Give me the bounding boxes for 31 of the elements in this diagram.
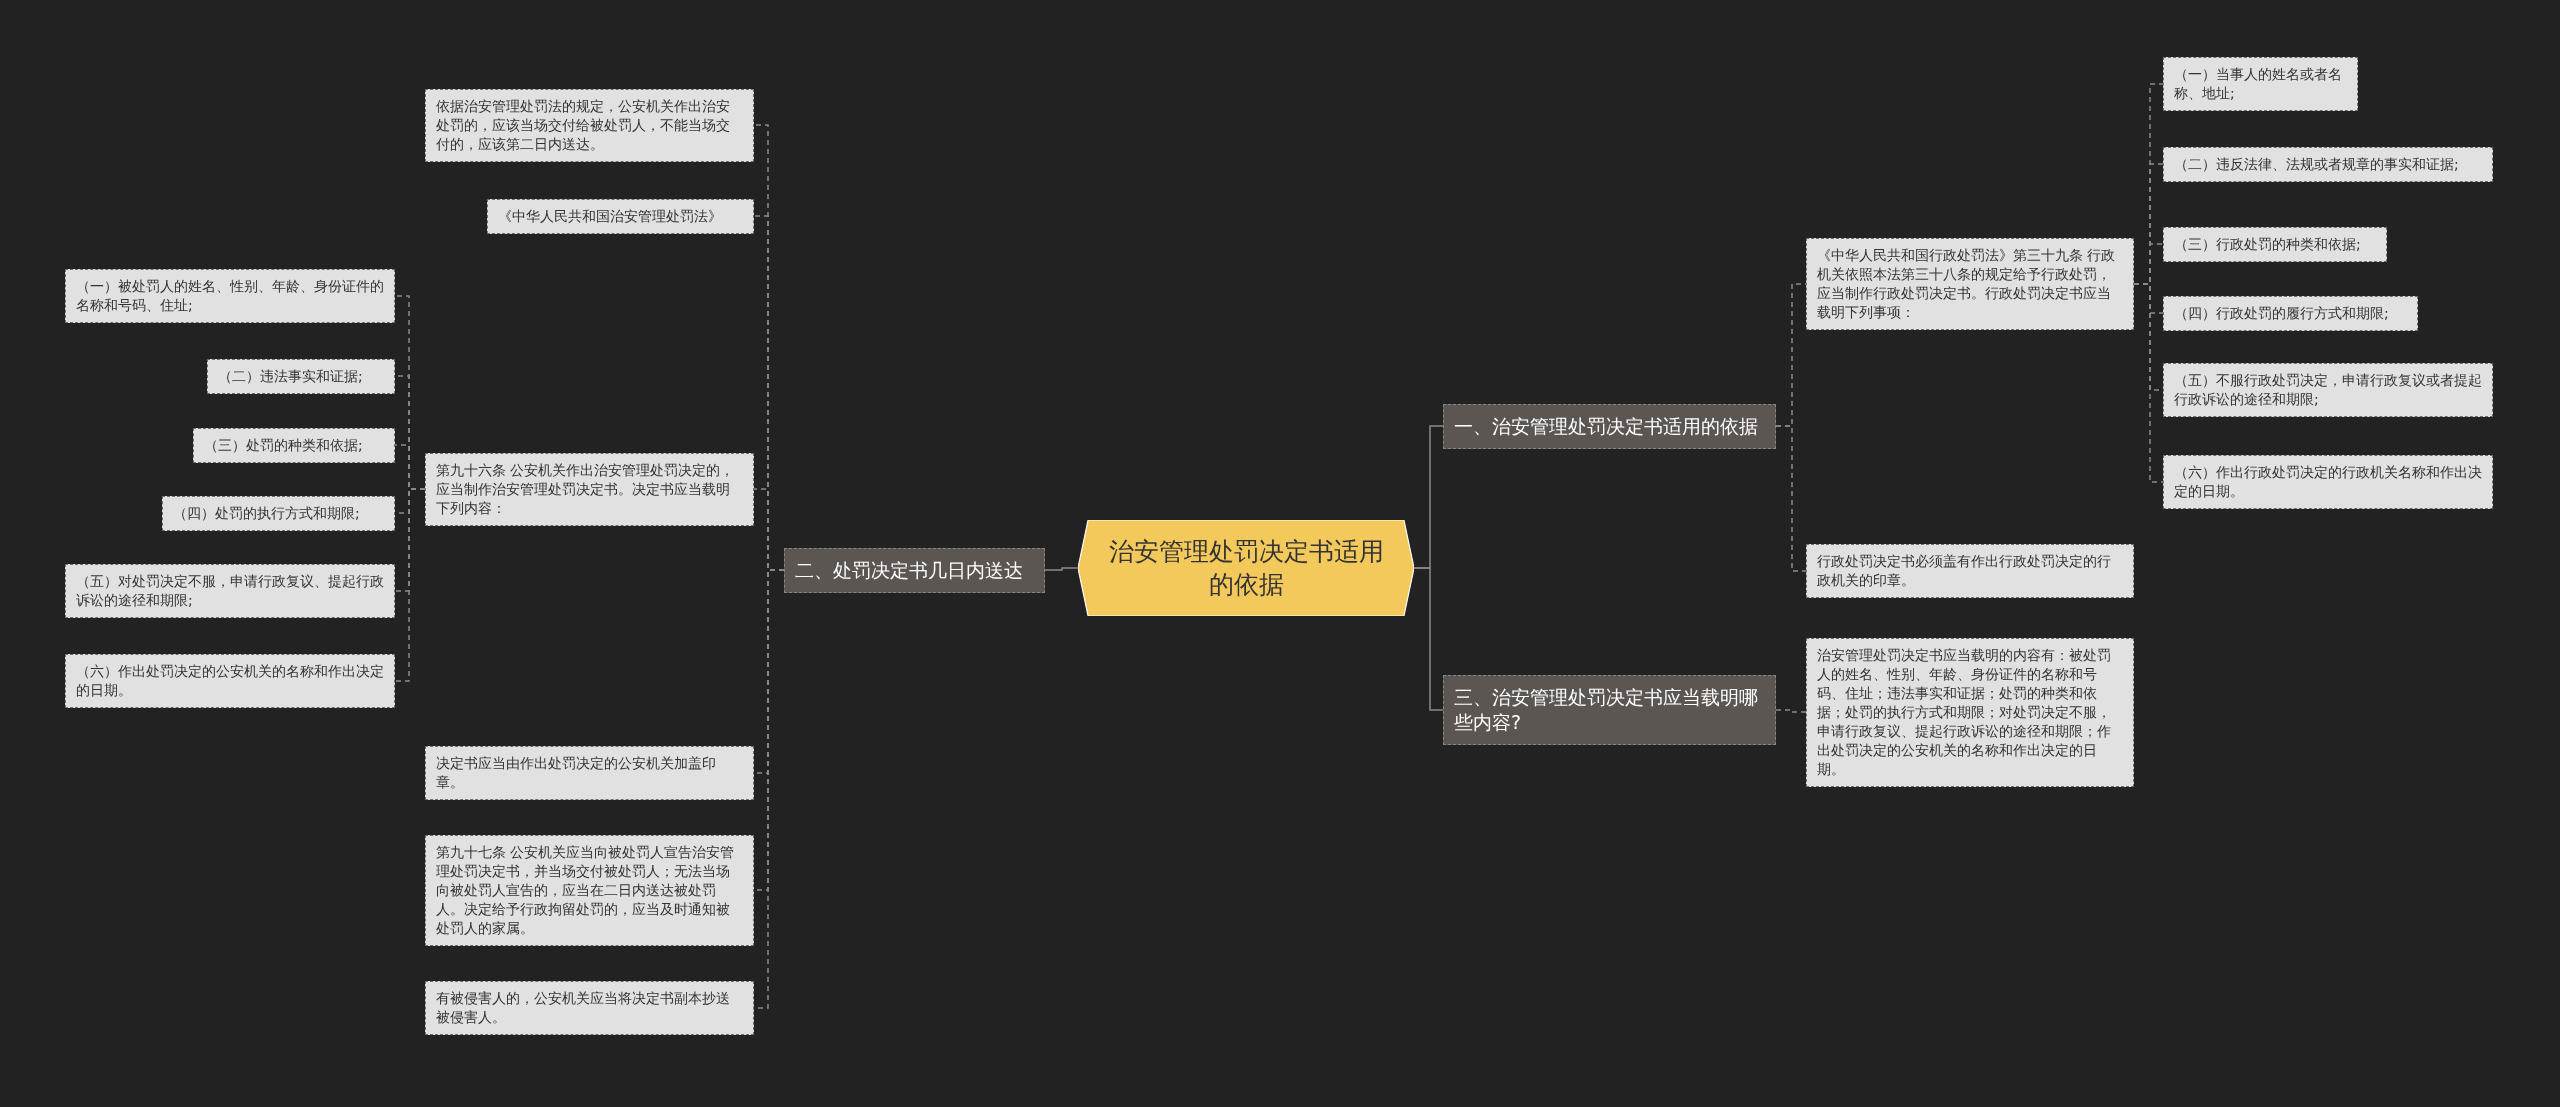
connector-line	[1413, 567, 1444, 711]
connector-line	[394, 488, 426, 682]
branch-topic-box: 二、处罚决定书几日内送达	[784, 547, 1045, 593]
note-box: （六）作出行政处罚决定的行政机关名称和作出决定的日期。	[2163, 455, 2493, 509]
note-box: （四）处罚的执行方式和期限;	[162, 495, 395, 531]
note-box: 行政处罚决定书必须盖有作出行政处罚决定的行政机关的印章。	[1806, 544, 2134, 598]
connector-line	[1775, 709, 1807, 713]
note-box: （二）违反法律、法规或者规章的事实和证据;	[2163, 146, 2493, 182]
note-box: （六）作出处罚决定的公安机关的名称和作出决定的日期。	[65, 654, 395, 708]
note-box: （一）当事人的姓名或者名称、地址;	[2163, 57, 2358, 111]
connector-line	[2133, 283, 2164, 483]
note-box: 治安管理处罚决定书应当载明的内容有：被处罚人的姓名、性别、年龄、身份证件的名称和号码、住址；违法事实和证据；处罚的种类和依据；处罚的执行方式和期限；对处罚决定不服，申请行政复议、提起行政诉讼的途径和期限；作出处罚决定的公安机关的名称和作出决定的日期。	[1806, 637, 2134, 787]
note-box: （二）违法事实和证据;	[207, 358, 395, 394]
branch-topic-box: 三、治安管理处罚决定书应当载明哪些内容?	[1443, 675, 1776, 745]
note-box: （五）对处罚决定不服，申请行政复议、提起行政诉讼的途径和期限;	[65, 564, 395, 618]
note-box: 《中华人民共和国行政处罚法》第三十九条 行政机关依照本法第三十八条的规定给予行政处罚，应当制作行政处罚决定书。行政处罚决定书应当载明下列事项：	[1806, 238, 2134, 330]
note-box: 第九十六条 公安机关作出治安管理处罚决定的，应当制作治安管理处罚决定书。决定书应当载明下列内容：	[425, 452, 754, 526]
note-box: 决定书应当由作出处罚决定的公安机关加盖印章。	[425, 746, 754, 800]
note-box: 依据治安管理处罚法的规定，公安机关作出治安处罚的，应该当场交付给被处罚人，不能当场交付的，应该第二日内送达。	[425, 88, 754, 162]
note-box: （三）处罚的种类和依据;	[193, 427, 395, 463]
connector-line	[1775, 425, 1807, 572]
branch-topic-box: 一、治安管理处罚决定书适用的依据	[1443, 403, 1776, 449]
note-box: （四）行政处罚的履行方式和期限;	[2163, 295, 2418, 331]
central-topic-hexagon: 治安管理处罚决定书适用的依据	[1078, 520, 1414, 616]
note-box: 有被侵害人的，公安机关应当将决定书副本抄送被侵害人。	[425, 981, 754, 1035]
note-box: 《中华人民共和国治安管理处罚法》	[487, 198, 754, 234]
note-box: （三）行政处罚的种类和依据;	[2163, 226, 2387, 262]
connector-line	[1044, 567, 1079, 571]
note-box: 第九十七条 公安机关应当向被处罚人宣告治安管理处罚决定书，并当场交付被处罚人；无法当场向被处罚人宣告的，应当在二日内送达被处罚人。决定给予行政拘留处罚的，应当及时通知被处罚人的家属。	[425, 834, 754, 946]
note-box: （一）被处罚人的姓名、性别、年龄、身份证件的名称和号码、住址;	[65, 269, 395, 323]
note-box: （五）不服行政处罚决定，申请行政复议或者提起行政诉讼的途径和期限;	[2163, 363, 2493, 417]
